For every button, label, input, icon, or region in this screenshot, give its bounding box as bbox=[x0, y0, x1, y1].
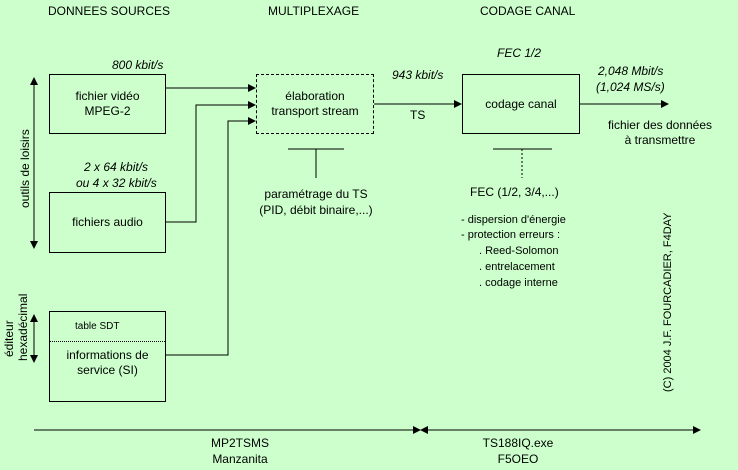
header-multiplexing: MULTIPLEXAGE bbox=[268, 4, 360, 18]
ts-output-label: TS bbox=[410, 108, 426, 122]
output-symbolrate-label: (1,024 MS/s) bbox=[596, 80, 665, 94]
output-file-label-2: à transmettre bbox=[624, 133, 696, 147]
channel-coding-box: codage canal bbox=[462, 74, 580, 134]
fec-info-item: . codage interne bbox=[479, 277, 558, 289]
arrow-si-to-ts bbox=[166, 117, 256, 356]
service-info-label-1: informations de bbox=[66, 348, 149, 362]
ts-elaboration-label-1: élaboration bbox=[285, 89, 345, 103]
fec-info-item: - protection erreurs : bbox=[461, 229, 561, 241]
output-file-label-1: fichier des données bbox=[607, 118, 713, 132]
service-info-label-2: service (SI) bbox=[77, 363, 138, 377]
fec-info-item: - dispersion d'énergie bbox=[461, 214, 566, 226]
hex-editor-label-2: hexadécimal bbox=[16, 293, 30, 361]
video-bitrate-label: 800 kbit/s bbox=[112, 58, 164, 72]
fec-info-item: . entrelacement bbox=[479, 261, 555, 273]
fec-rate-label: FEC 1/2 bbox=[497, 46, 542, 60]
video-file-label: fichier vidéo bbox=[75, 89, 140, 103]
channel-coding-label: codage canal bbox=[485, 97, 557, 111]
ts-elaboration-label-2: transport stream bbox=[271, 104, 359, 118]
mux-tool-name: MP2TSMS bbox=[210, 436, 269, 450]
sdt-table-label: table SDT bbox=[75, 321, 120, 332]
coder-tool-name: TS188IQ.exe bbox=[482, 436, 554, 450]
coder-tool-author: F5OEO bbox=[497, 452, 539, 466]
service-info-box: table SDT informations de service (SI) bbox=[49, 311, 166, 402]
sdt-divider bbox=[50, 341, 165, 342]
ts-params-label-2: (PID, débit binaire,...) bbox=[259, 203, 373, 217]
audio-files-box: fichiers audio bbox=[49, 192, 166, 253]
mux-tool-author: Manzanita bbox=[212, 452, 268, 466]
arrow-audio-to-ts bbox=[166, 101, 256, 223]
audio-bitrate-label-1: 2 x 64 kbit/s bbox=[84, 160, 149, 174]
video-file-box: fichier vidéo MPEG-2 bbox=[49, 74, 166, 134]
audio-files-label: fichiers audio bbox=[72, 215, 143, 229]
hex-editor-label-1: éditeur bbox=[2, 320, 16, 357]
header-sources: DONNEES SOURCES bbox=[48, 4, 171, 18]
ts-params-label-1: paramétrage du TS bbox=[264, 187, 368, 201]
copyright-label: (C) 2004 J.F. FOURCADIER, F4DAY bbox=[662, 212, 674, 393]
video-format-label: MPEG-2 bbox=[84, 104, 131, 118]
fec-info-item: . Reed-Solomon bbox=[479, 245, 559, 257]
tools-side-label: outils de loisirs bbox=[18, 129, 32, 208]
ts-bitrate-label: 943 kbit/s bbox=[392, 68, 444, 82]
ts-elaboration-box: élaboration transport stream bbox=[256, 74, 374, 134]
fec-info-title: FEC (1/2, 3/4,...) bbox=[470, 185, 559, 199]
audio-bitrate-label-2: ou 4 x 32 kbit/s bbox=[76, 176, 157, 190]
output-bitrate-label: 2,048 Mbit/s bbox=[598, 64, 664, 78]
header-channel-coding: CODAGE CANAL bbox=[480, 4, 576, 18]
